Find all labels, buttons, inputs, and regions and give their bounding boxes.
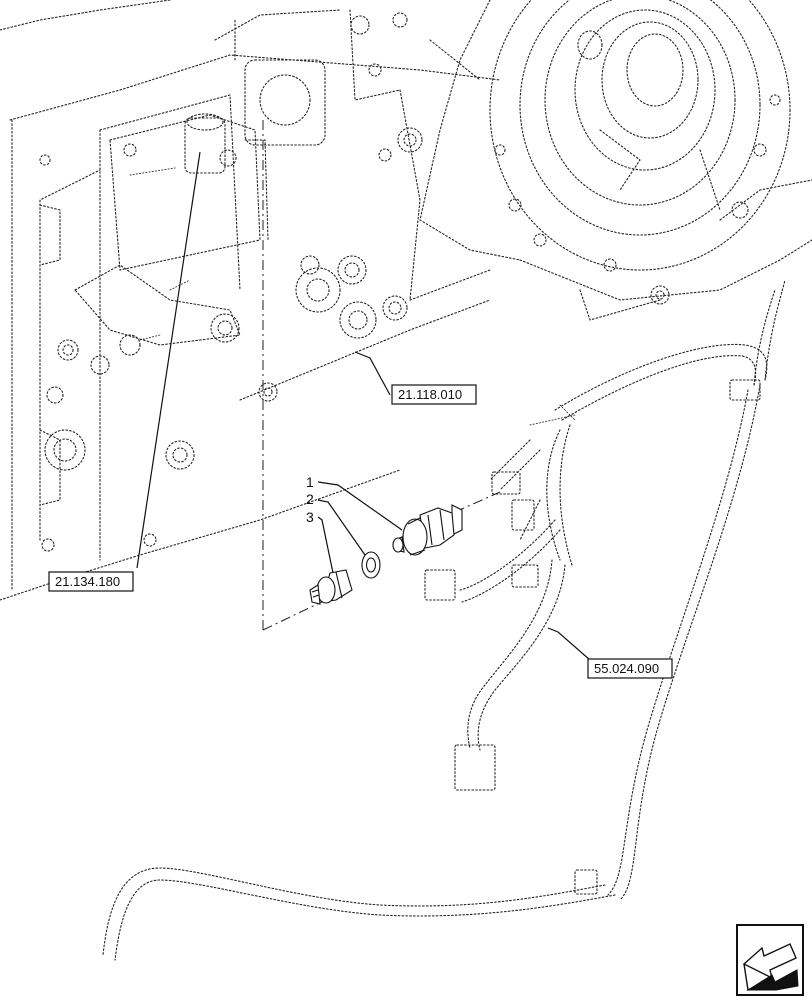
adapter-fitting[interactable] (309, 569, 353, 605)
ref-21-118-010[interactable]: 21.118.010 (354, 351, 477, 405)
ref-21-134-180[interactable]: 21.134.180 (48, 151, 201, 592)
callout-3-label: 3 (306, 509, 314, 525)
callout-2: 2 (306, 491, 366, 556)
ref-55-024-090-label: 55.024.090 (594, 661, 659, 676)
flywheel-housing (419, 0, 812, 321)
ref-21-134-180-label: 21.134.180 (55, 574, 120, 589)
sealing-washer[interactable] (361, 551, 381, 579)
callout-1-label: 1 (306, 474, 314, 490)
callout-2-label: 2 (306, 491, 314, 507)
arrow-icon[interactable] (736, 924, 804, 996)
pressure-switch[interactable] (392, 504, 463, 556)
callout-1: 1 (306, 474, 403, 531)
ref-21-118-010-label: 21.118.010 (398, 387, 462, 402)
wiring-harness (102, 279, 786, 961)
transmission-housing (0, 0, 501, 601)
ref-55-024-090[interactable]: 55.024.090 (547, 627, 673, 679)
assembly-lines (262, 120, 501, 631)
callout-3: 3 (306, 509, 334, 574)
